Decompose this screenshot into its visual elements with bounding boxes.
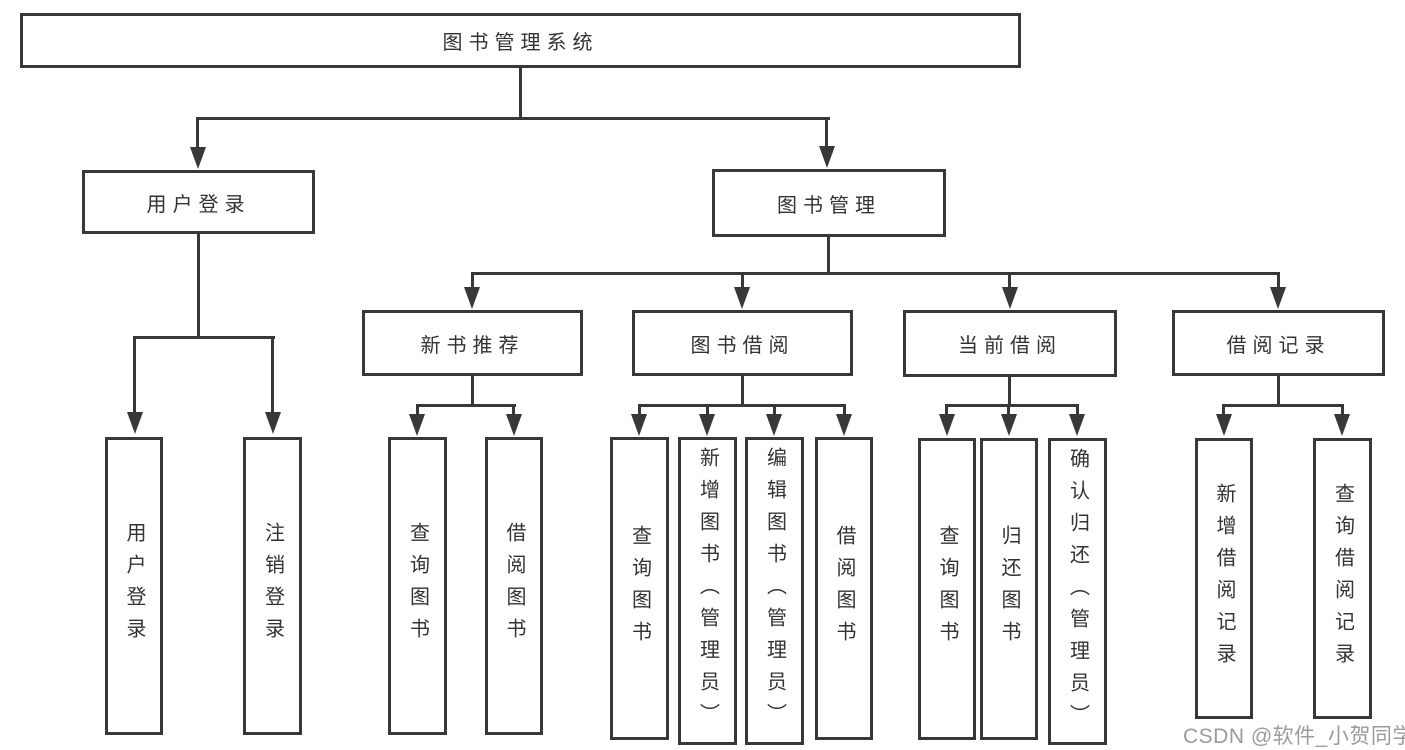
- arrow-down-new-book: [464, 287, 480, 309]
- connector-user-login-rail: [133, 336, 275, 339]
- connector-leaf-drop: [1076, 404, 1079, 418]
- connector-book-mgmt-drop: [825, 117, 828, 147]
- leaf-label: 查询图书: [936, 525, 958, 653]
- connector-records-rail: [1222, 404, 1344, 407]
- leaf-add-borrow-record: 新增借阅记录: [1195, 438, 1253, 719]
- connector-new-book-drop: [471, 272, 474, 292]
- node-current-borrow: 当前借阅: [903, 310, 1117, 377]
- arrow-down-records: [1270, 287, 1286, 309]
- leaf-edit-books-admin: 编辑图书（管理员）: [745, 437, 804, 745]
- leaf-confirm-return-admin: 确认归还（管理员）: [1048, 438, 1107, 745]
- arrow-down-leaf: [506, 414, 522, 436]
- arrow-down-leaf: [699, 414, 715, 436]
- leaf-label: 新增借阅记录: [1213, 482, 1235, 675]
- connector-login-leaf-drop: [133, 336, 136, 416]
- leaf-label: 归还图书: [998, 525, 1020, 653]
- connector-level2-rail: [196, 117, 830, 120]
- connector-records-drop: [1277, 272, 1280, 292]
- connector-records-stem: [1277, 374, 1280, 406]
- connector-root-stem: [519, 66, 522, 119]
- arrow-down-current-borrow: [1002, 287, 1018, 309]
- node-root: 图书管理系统: [20, 13, 1021, 68]
- leaf-query-books-borrow: 查询图书: [610, 437, 669, 740]
- leaf-add-books-admin: 新增图书（管理员）: [678, 437, 737, 745]
- connector-new-book-stem: [471, 374, 474, 406]
- connector-current-borrow-drop: [1008, 272, 1011, 292]
- leaf-return-books: 归还图书: [980, 438, 1038, 740]
- connector-leaf-drop: [638, 404, 641, 418]
- leaf-query-borrow-record: 查询借阅记录: [1313, 438, 1372, 719]
- leaf-query-books-current: 查询图书: [918, 438, 976, 740]
- node-current-borrow-label: 当前借阅: [958, 335, 1062, 357]
- csdn-watermark: CSDN @软件_小贺同学: [1183, 725, 1405, 748]
- connector-book-borrow-stem: [741, 374, 744, 406]
- arrow-down-leaf: [1069, 414, 1085, 436]
- leaf-label: 注销登录: [261, 522, 284, 650]
- connector-leaf-drop: [773, 404, 776, 418]
- connector-leaf-drop: [1222, 404, 1225, 418]
- arrow-down-leaf: [1334, 414, 1350, 436]
- connector-logout-leaf-drop: [271, 336, 274, 416]
- node-book-management-label: 图书管理: [777, 194, 881, 217]
- arrow-down-leaf: [1001, 414, 1017, 436]
- connector-leaf-drop: [512, 404, 515, 418]
- connector-level3-rail: [471, 272, 1280, 275]
- node-user-login: 用户登录: [82, 170, 315, 234]
- leaf-borrow-books-recommend: 借阅图书: [485, 437, 543, 735]
- node-borrow-records: 借阅记录: [1172, 310, 1385, 376]
- connector-current-borrow-stem: [1008, 374, 1011, 406]
- leaf-label: 借阅图书: [833, 524, 855, 653]
- connector-leaf-drop: [416, 404, 419, 418]
- leaf-label: 借阅图书: [503, 522, 525, 650]
- arrow-down-leaf: [409, 414, 425, 436]
- leaf-label: 查询图书: [628, 524, 651, 653]
- arrow-down-leaf: [939, 414, 955, 436]
- arrow-down-book-borrow: [734, 287, 750, 309]
- node-new-book-recommend: 新书推荐: [362, 310, 583, 376]
- arrow-down-logout-leaf: [265, 412, 281, 434]
- leaf-label: 查询借阅记录: [1331, 482, 1354, 675]
- leaf-logout: 注销登录: [243, 437, 302, 735]
- arrow-down-leaf: [631, 414, 647, 436]
- connector-book-mgmt-stem: [827, 235, 830, 275]
- leaf-label: 用户登录: [123, 522, 145, 650]
- leaf-label: 查询图书: [406, 522, 429, 650]
- connector-leaf-drop: [843, 404, 846, 418]
- connector-leaf-drop: [1341, 404, 1344, 418]
- leaf-borrow-books: 借阅图书: [815, 437, 873, 740]
- arrow-down-leaf: [836, 414, 852, 436]
- connector-user-login-stem: [197, 232, 200, 339]
- leaf-user-login: 用户登录: [105, 437, 163, 735]
- connector-leaf-drop: [1007, 404, 1010, 418]
- connector-book-borrow-rail: [638, 404, 846, 407]
- connector-leaf-drop: [706, 404, 709, 418]
- connector-current-borrow-rail: [945, 404, 1079, 407]
- arrow-down-leaf: [1216, 414, 1232, 436]
- node-book-borrow-label: 图书借阅: [690, 334, 795, 357]
- arrow-down-book-mgmt: [819, 146, 835, 168]
- connector-user-login-drop: [196, 117, 199, 149]
- node-root-label: 图书管理系统: [442, 32, 599, 54]
- arrow-down-leaf: [766, 414, 782, 436]
- arrow-down-login-leaf: [127, 412, 143, 434]
- connector-new-book-rail: [416, 404, 516, 407]
- leaf-label: 编辑图书（管理员）: [763, 447, 786, 735]
- arrow-down-user-login: [190, 147, 206, 169]
- leaf-query-books-recommend: 查询图书: [388, 437, 447, 735]
- node-new-book-recommend-label: 新书推荐: [420, 334, 525, 357]
- leaf-label: 新增图书（管理员）: [696, 447, 719, 735]
- node-book-borrow: 图书借阅: [632, 310, 853, 376]
- node-borrow-records-label: 借阅记录: [1226, 334, 1331, 357]
- node-book-management: 图书管理: [712, 169, 946, 237]
- connector-leaf-drop: [945, 404, 948, 418]
- leaf-label: 确认归还（管理员）: [1066, 447, 1089, 736]
- connector-book-borrow-drop: [741, 272, 744, 292]
- node-user-login-label: 用户登录: [146, 193, 251, 216]
